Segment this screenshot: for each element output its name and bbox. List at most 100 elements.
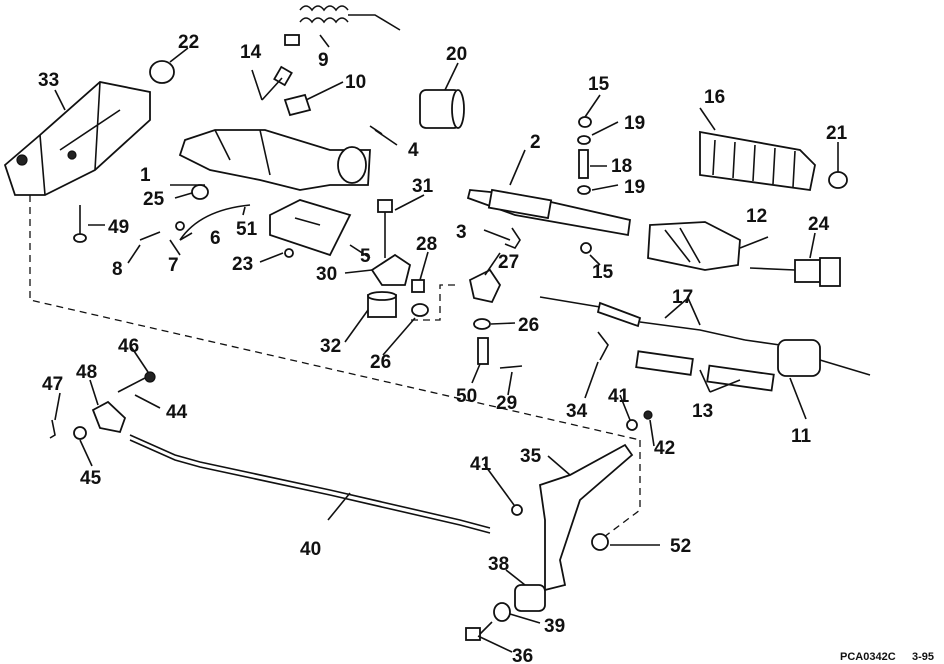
- part-28-nut: [411, 279, 425, 293]
- part-9-spring: [284, 5, 401, 46]
- part-23-screw: [284, 248, 294, 258]
- callout-15b: 15: [592, 262, 614, 283]
- callout-21: 21: [826, 123, 848, 144]
- callout-24: 24: [808, 214, 830, 235]
- part-5-plate: [269, 199, 352, 257]
- part-14-bolt: [261, 65, 293, 101]
- part-3-clip: [504, 227, 521, 249]
- part-31-bolt: [377, 199, 393, 258]
- callout-47: 47: [42, 374, 63, 395]
- part-18-pin: [578, 149, 589, 179]
- callout-27: 27: [498, 252, 519, 273]
- callout-48: 48: [76, 362, 97, 383]
- callout-38: 38: [488, 554, 509, 575]
- part-29-cotter-pin: [499, 365, 523, 369]
- part-24-switch: [749, 257, 841, 287]
- part-41-nut-right: [626, 419, 638, 431]
- revision-code: 3-95: [912, 651, 934, 663]
- part-33-bracket: [3, 81, 151, 196]
- callout-12: 12: [746, 206, 767, 227]
- part-22-cap: [149, 60, 175, 84]
- callout-25: 25: [143, 189, 165, 210]
- callout-20: 20: [446, 44, 467, 65]
- callout-13: 13: [692, 401, 713, 422]
- callout-23: 23: [232, 254, 253, 275]
- callout-32: 32: [320, 336, 341, 357]
- part-34-clip: [597, 331, 609, 361]
- part-15-cap-top: [578, 116, 592, 128]
- callout-labels: 1 2 3 4 5 6 7 8 9 10 11 12 13 14 15 15 1…: [38, 32, 848, 664]
- callout-30: 30: [316, 264, 337, 285]
- part-46-nut: [144, 371, 156, 383]
- callout-3: 3: [456, 222, 467, 243]
- part-13-tube-a: [635, 350, 694, 376]
- callout-34: 34: [566, 401, 588, 422]
- callout-10: 10: [345, 72, 366, 93]
- callout-2: 2: [530, 132, 541, 153]
- callout-39: 39: [544, 616, 565, 637]
- callout-19b: 19: [624, 177, 645, 198]
- callout-4: 4: [408, 140, 419, 161]
- part-50-stud: [477, 337, 489, 365]
- part-7-washer: [175, 221, 185, 231]
- part-20-sleeve: [419, 89, 465, 129]
- part-36-bolt: [465, 621, 493, 641]
- part-2-shaft: [466, 188, 632, 237]
- part-39-washer: [493, 602, 511, 622]
- callout-16: 16: [704, 87, 725, 108]
- callout-46: 46: [118, 336, 139, 357]
- callout-28: 28: [416, 234, 437, 255]
- callout-9: 9: [318, 50, 329, 71]
- callout-45: 45: [80, 468, 102, 489]
- callout-29: 29: [496, 393, 517, 414]
- part-11-cylinder: [744, 339, 871, 377]
- callout-19a: 19: [624, 113, 645, 134]
- callout-18: 18: [611, 156, 632, 177]
- part-52-washer: [591, 533, 609, 551]
- callout-50: 50: [456, 386, 477, 407]
- callout-41a: 41: [470, 454, 492, 475]
- part-8-terminal: [139, 231, 161, 241]
- assembly-guide-lines: [29, 195, 641, 541]
- callout-44: 44: [166, 402, 188, 423]
- part-42-washer: [643, 410, 653, 420]
- callout-1: 1: [140, 165, 151, 186]
- part-25-plug: [191, 184, 209, 200]
- callout-33: 33: [38, 70, 59, 91]
- part-47-clip: [49, 419, 56, 439]
- part-1-lever-body: [178, 129, 371, 191]
- part-13-tube-b: [706, 364, 775, 392]
- part-32-bushing: [367, 291, 397, 318]
- callout-31: 31: [412, 176, 434, 197]
- callout-17: 17: [672, 287, 693, 308]
- part-44-stud: [117, 377, 146, 393]
- part-21-plug: [828, 171, 848, 189]
- callout-15a: 15: [588, 74, 610, 95]
- part-41-nut-left: [511, 504, 523, 516]
- callout-36: 36: [512, 646, 533, 664]
- callout-22: 22: [178, 32, 199, 53]
- callout-52: 52: [670, 536, 691, 557]
- callout-11: 11: [791, 426, 812, 447]
- part-17-cable: [539, 296, 746, 341]
- part-26-washer-left: [411, 303, 429, 317]
- callout-42: 42: [654, 438, 675, 459]
- callout-26a: 26: [518, 315, 539, 336]
- part-48-connector: [91, 400, 127, 434]
- part-10-washer: [283, 93, 312, 117]
- leader-lines: [54, 34, 839, 653]
- figure-code: PCA0342C: [840, 651, 896, 663]
- part-26-washer-right: [473, 318, 491, 330]
- callout-51: 51: [236, 219, 258, 240]
- part-19-washer-bottom: [577, 185, 591, 195]
- part-51-wire: [179, 204, 251, 241]
- callout-14: 14: [240, 42, 262, 63]
- part-40-rod: [129, 434, 491, 534]
- part-49-bolt: [73, 205, 87, 243]
- part-15-cap-bottom: [580, 242, 592, 254]
- callout-49: 49: [108, 217, 129, 238]
- part-45-nut: [73, 426, 87, 440]
- part-16-grip: [699, 130, 816, 192]
- part-38-bushing: [514, 584, 546, 612]
- callout-26b: 26: [370, 352, 391, 373]
